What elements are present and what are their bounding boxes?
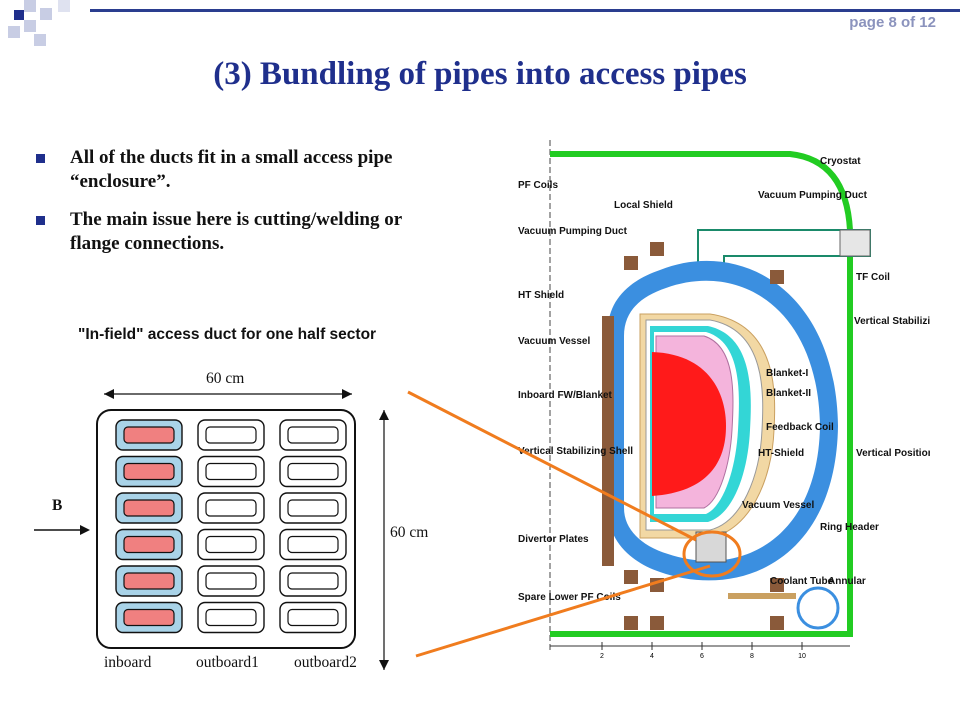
- duct-pipe-outboard1: [205, 535, 257, 554]
- field-label: B: [52, 497, 63, 514]
- duct-pipe-inboard: [123, 572, 175, 590]
- duct-pipe-outboard2: [287, 535, 339, 554]
- duct-pipe-outboard2: [287, 426, 339, 444]
- divertor-box: [695, 531, 727, 563]
- scale-tick-label: 2: [600, 653, 604, 660]
- label-spare-lower-pf-coils: Spare Lower PF Coils: [518, 592, 621, 603]
- label-local-shield: Local Shield: [614, 200, 673, 211]
- column-label-inboard: inboard: [104, 654, 152, 671]
- label-vertical-stabilizing-shell-right: Vertical Stabilizing Shell: [854, 316, 930, 327]
- reactor-cross-section-figure: 2 4 6 8 10 Cryostat PF Coils Local Shield Va…: [518, 140, 930, 660]
- bullet-text: The main issue here is cutting/welding o…: [70, 209, 402, 254]
- label-blanket-2: Blanket-II: [766, 388, 811, 399]
- column-label-outboard2: outboard2: [294, 654, 357, 671]
- height-label: 60 cm: [390, 524, 429, 541]
- column-label-outboard1: outboard1: [196, 654, 259, 671]
- highlight-circle: [682, 530, 742, 578]
- bullet-item: The main issue here is cutting/welding o…: [36, 208, 436, 256]
- inboard-coil-stack: [602, 316, 614, 566]
- duct-pipe-inboard: [123, 608, 175, 627]
- label-annular: Annular: [828, 576, 866, 587]
- duct-cross-section-figure: [34, 389, 389, 670]
- duct-end: [839, 229, 871, 257]
- label-ht-shield-center: HT-Shield: [758, 448, 804, 459]
- duct-pipe-inboard: [123, 499, 175, 517]
- scale-tick-label: 6: [700, 653, 704, 660]
- duct-pipe-inboard: [123, 426, 175, 444]
- bullet-item: All of the ducts fit in a small access p…: [36, 146, 436, 194]
- label-coolant-tube: Coolant Tube: [770, 576, 834, 587]
- bullet-marker: [36, 154, 45, 163]
- label-vacuum-vessel-center: Vacuum Vessel: [742, 500, 814, 511]
- duct-pipe-inboard: [123, 462, 175, 481]
- duct-pipe-outboard1: [205, 608, 257, 627]
- duct-pipe-outboard1: [205, 499, 257, 517]
- label-ring-header: Ring Header: [820, 522, 879, 533]
- slide-logo: [8, 0, 70, 46]
- label-vertical-stabilizing-shell-left: Vertical Stabilizing Shell: [518, 446, 633, 457]
- width-label: 60 cm: [206, 370, 245, 387]
- duct-pipe-outboard2: [287, 572, 339, 590]
- label-feedback-coil: Feedback Coil: [766, 422, 834, 433]
- label-divertor-plates: Divertor Plates: [518, 534, 589, 545]
- duct-pipe-outboard2: [287, 608, 339, 627]
- label-vacuum-vessel-left: Vacuum Vessel: [518, 336, 590, 347]
- scale-tick-label: 10: [798, 653, 806, 660]
- duct-pipe-outboard1: [205, 462, 257, 481]
- duct-grid: [115, 419, 347, 634]
- label-tf-coil: TF Coil: [856, 272, 890, 283]
- field-arrowhead: [80, 525, 90, 535]
- page-indicator: page 8 of 12: [849, 14, 936, 31]
- scale-ticks: 2 4 6 8 10: [600, 642, 806, 660]
- label-blanket-1: Blanket-I: [766, 368, 808, 379]
- duct-pipe-outboard2: [287, 462, 339, 481]
- annular-tube: [796, 586, 840, 630]
- duct-pipe-outboard1: [205, 572, 257, 590]
- duct-pipe-outboard1: [205, 426, 257, 444]
- label-inboard-fw-blanket: Inboard FW/Blanket: [518, 390, 613, 401]
- duct-pipe-inboard: [123, 535, 175, 554]
- label-vacuum-pumping-duct-left: Vacuum Pumping Duct: [518, 226, 628, 237]
- label-ht-shield-left: HT Shield: [518, 290, 564, 301]
- duct-pipe-outboard2: [287, 499, 339, 517]
- bullet-list: All of the ducts fit in a small access p…: [36, 146, 436, 270]
- scale-tick-label: 4: [650, 653, 654, 660]
- bullet-marker: [36, 216, 45, 225]
- bullet-text: All of the ducts fit in a small access p…: [70, 147, 393, 192]
- scale-tick-label: 8: [750, 653, 754, 660]
- label-vacuum-pumping-duct-top: Vacuum Pumping Duct: [758, 190, 868, 201]
- label-pf-coils: PF Coils: [518, 180, 558, 191]
- label-vertical-position-coil: Vertical Position Coil: [856, 448, 930, 459]
- header-rule: [90, 9, 960, 12]
- slide-title: (3) Bundling of pipes into access pipes: [213, 56, 747, 92]
- duct-figure-caption: "In-field" access duct for one half sect…: [78, 326, 377, 343]
- label-cryostat: Cryostat: [820, 156, 861, 167]
